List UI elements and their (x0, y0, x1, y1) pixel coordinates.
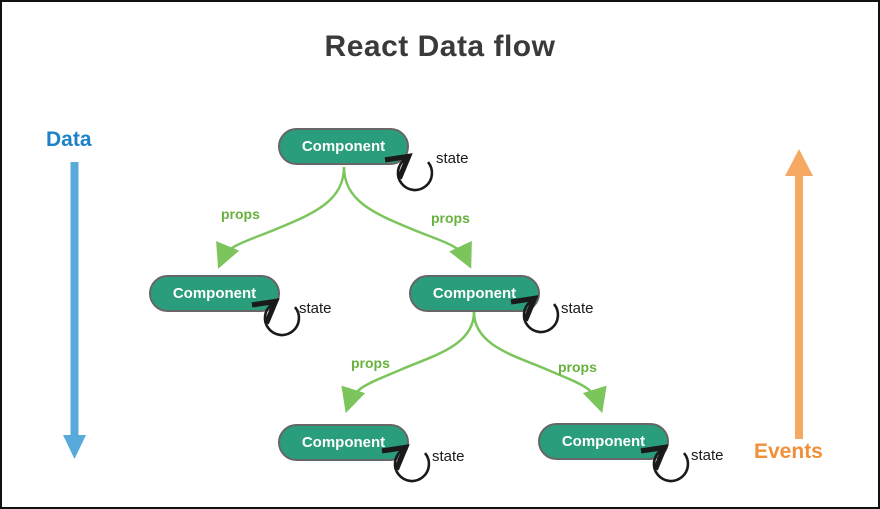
state-label: state (691, 447, 724, 464)
props-edge-label: props (431, 210, 470, 226)
state-loop-icon (398, 160, 434, 192)
component-node-root: Component (278, 128, 409, 165)
props-edge-label: props (351, 355, 390, 371)
component-node-grandchild-right: Component (538, 423, 669, 460)
state-label: state (561, 300, 594, 317)
diagram-title: React Data flow (324, 30, 556, 63)
component-node-child-left: Component (149, 275, 280, 312)
component-node-child-right: Component (409, 275, 540, 312)
data-flow-label: Data (46, 128, 92, 151)
props-edge-label: props (558, 359, 597, 375)
state-label: state (436, 150, 469, 167)
state-label: state (299, 300, 332, 317)
state-label: state (432, 448, 465, 465)
events-flow-label: Events (754, 440, 823, 463)
props-edge-label: props (221, 206, 260, 222)
data-direction-arrow (63, 162, 86, 459)
events-direction-arrow (785, 149, 813, 439)
component-node-grandchild-left: Component (278, 424, 409, 461)
